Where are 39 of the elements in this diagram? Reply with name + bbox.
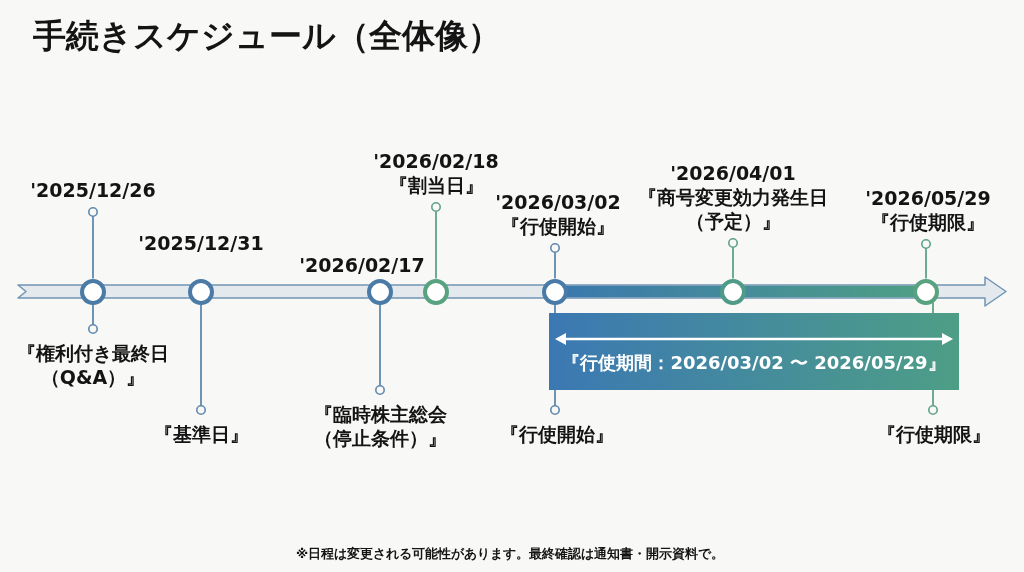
event-label: 『行使期限』 [877,410,991,446]
leader-line [728,238,738,280]
milestone-marker [80,278,106,305]
leader-line [554,303,556,314]
date-label: '2026/02/18 [373,149,499,173]
milestone-marker [720,278,746,305]
milestone-marker [423,278,449,305]
milestone-marker [913,278,939,305]
date-label: '2026/03/02 [495,190,621,214]
leader-line [88,207,98,280]
leader-line [550,389,560,415]
footnote: ※日程は変更される可能性があります。最終確認は通知書・開示資料で。 [295,545,725,563]
leader-line [88,303,98,334]
event-label: 『権利付き最終日（Q&A）』 [13,329,173,389]
leader-line [932,301,934,314]
date-label: '2026/04/01 [670,161,796,185]
title: 手続きスケジュール（全体像） [33,15,501,57]
event-label: 『割当日』 [388,173,484,197]
period-band [549,313,959,390]
event-label: 『行使開始』 [501,214,615,238]
leader-line [196,303,206,415]
event-label: 『行使開始』 [500,410,614,446]
leader-line [928,389,938,415]
leader-line [921,239,931,280]
event-label: 『臨時株主総会（停止条件）』 [309,390,451,450]
leader-line [431,202,441,280]
date-label: '2025/12/31 [138,231,264,255]
date-label: '2026/05/29 [865,186,991,210]
milestone-marker [542,278,568,305]
milestone-marker [367,278,393,305]
period-label: 『行使期間：2026/03/02 〜 2026/05/29』 [562,351,946,375]
leader-line [375,303,385,395]
event-label: 『行使期限』 [871,210,985,234]
event-label: 『基準日』 [153,410,249,446]
date-label: '2026/02/17 [299,253,425,277]
milestone-marker [188,278,214,305]
date-label: '2025/12/26 [30,178,156,212]
event-label: 『商号変更効力発生日（予定）』 [637,185,829,233]
leader-line [550,243,560,280]
